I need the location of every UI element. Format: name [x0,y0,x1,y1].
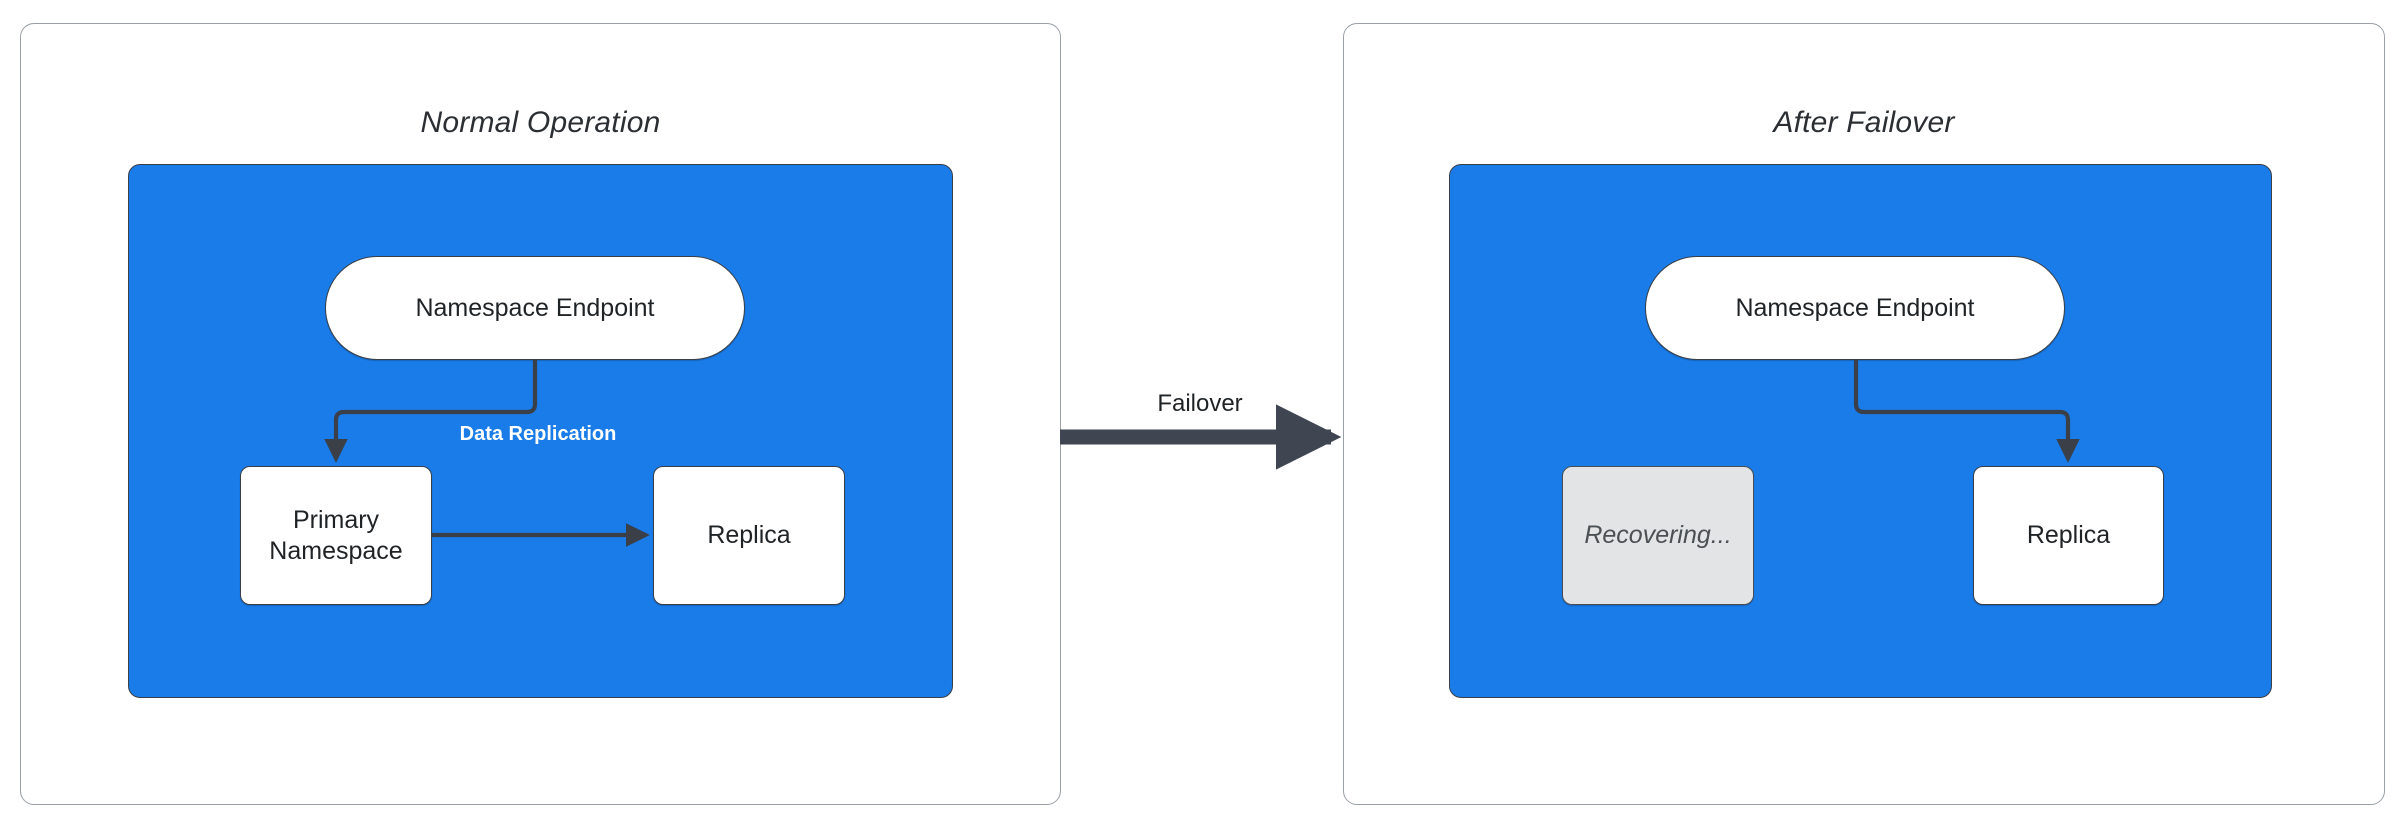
node-namespace-endpoint-right[interactable]: Namespace Endpoint [1645,256,2065,360]
node-replica-left[interactable]: Replica [653,466,845,605]
region-after-failover [1449,164,2272,698]
node-label: Namespace Endpoint [415,293,655,322]
region-normal-operation [128,164,953,698]
node-primary-namespace[interactable]: Primary Namespace [240,466,432,605]
node-recovering[interactable]: Recovering... [1562,466,1754,605]
edge-label-failover: Failover [1157,390,1243,417]
panel-title-normal-operation: Normal Operation [420,106,661,139]
node-label-line2: Namespace [269,536,403,565]
node-namespace-endpoint-left[interactable]: Namespace Endpoint [325,256,745,360]
node-replica-right[interactable]: Replica [1973,466,2164,605]
node-label: Replica [2026,521,2111,550]
node-label: Namespace Endpoint [1735,293,1975,322]
node-label-line1: Primary [292,506,380,534]
edge-label-data-replication: Data Replication [459,423,617,445]
node-label: Recovering... [1584,521,1732,550]
node-label: Replica [707,521,791,550]
node-label: Primary Namespace [269,505,402,566]
panel-title-after-failover: After Failover [1773,106,1955,139]
